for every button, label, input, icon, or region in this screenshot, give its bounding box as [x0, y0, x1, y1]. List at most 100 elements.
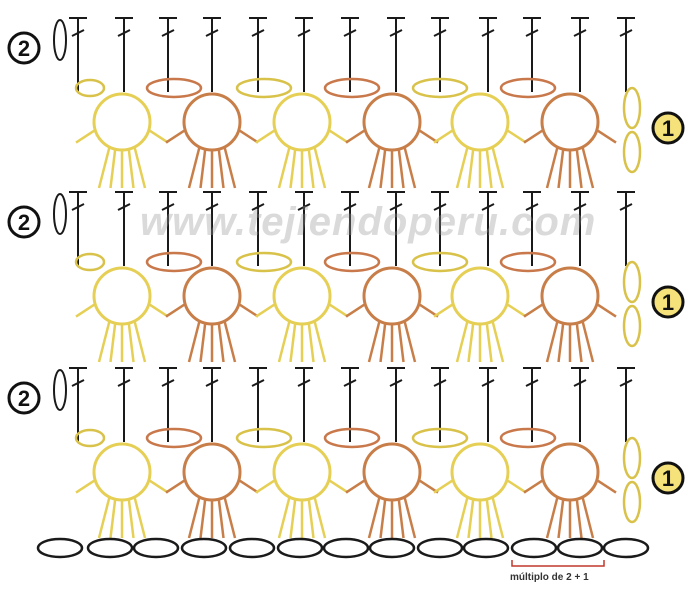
shell-cluster-symbol: [450, 92, 510, 152]
shell-ray: [127, 499, 135, 539]
shell-ray: [467, 149, 475, 189]
shell-cluster-symbol: [92, 266, 152, 326]
shell-ray: [491, 320, 505, 363]
chain-symbol: [235, 77, 293, 99]
foundation-chain-symbol: [276, 537, 324, 559]
foundation-chain-symbol: [556, 537, 604, 559]
shell-ray: [97, 146, 111, 189]
shell-cluster-symbol: [540, 92, 600, 152]
shell-cluster-symbol: [362, 442, 422, 502]
foundation-chain-symbol: [510, 537, 558, 559]
shell-ray: [127, 149, 135, 189]
stitch-cross-bar: [251, 379, 265, 387]
stitch-cross-bar: [619, 29, 633, 37]
shell-ray: [187, 496, 201, 539]
shell-ray: [545, 146, 559, 189]
repeat-bracket: [511, 560, 605, 567]
chain-symbol: [145, 251, 203, 273]
stitch-cross-bar: [161, 379, 175, 387]
shell-ray: [581, 146, 595, 189]
row-number-badge: [7, 31, 41, 65]
foundation-chain-symbol: [368, 537, 416, 559]
shell-ray: [277, 146, 291, 189]
stitch-cross-bar: [161, 203, 175, 211]
shell-ray: [403, 320, 417, 363]
shell-ray: [109, 499, 117, 539]
foundation-chain-symbol: [416, 537, 464, 559]
shell-ray: [109, 323, 117, 363]
shell-ray: [75, 302, 96, 318]
shell-ray: [307, 499, 315, 539]
chain-symbol: [411, 427, 469, 449]
chain-symbol: [323, 427, 381, 449]
shell-ray: [418, 478, 439, 494]
shell-ray: [238, 478, 259, 494]
stitch-cross-bar: [481, 203, 495, 211]
stitch-cross-bar: [343, 203, 357, 211]
shell-ray: [127, 323, 135, 363]
row-number-label: 1: [662, 466, 674, 491]
chain-symbol: [74, 252, 106, 272]
turning-chain-symbol: [622, 480, 642, 524]
chain-symbol: [323, 251, 381, 273]
shell-ray: [545, 496, 559, 539]
shell-ray: [345, 478, 366, 494]
shell-ray: [307, 149, 315, 189]
shell-ray: [289, 499, 297, 539]
shell-ray: [523, 128, 544, 144]
shell-ray: [133, 146, 147, 189]
shell-cluster-symbol: [182, 92, 242, 152]
stitch-cross-bar: [117, 29, 131, 37]
shell-ray: [467, 499, 475, 539]
stitch-cross-bar: [205, 29, 219, 37]
shell-ray: [581, 320, 595, 363]
row-number-badge: [7, 381, 41, 415]
row-number-label: 2: [18, 210, 30, 235]
shell-ray: [238, 302, 259, 318]
chain-symbol: [499, 77, 557, 99]
shell-ray: [328, 302, 349, 318]
shell-ray: [165, 302, 186, 318]
shell-ray: [165, 128, 186, 144]
shell-ray: [557, 499, 565, 539]
shell-ray: [557, 323, 565, 363]
stitch-cross-bar: [389, 379, 403, 387]
shell-ray: [109, 149, 117, 189]
stitch-cross-bar: [389, 29, 403, 37]
shell-ray: [367, 496, 381, 539]
stitch-cross-bar: [117, 203, 131, 211]
stitch-cross-bar: [573, 29, 587, 37]
chain-symbol: [411, 77, 469, 99]
shell-ray: [199, 499, 207, 539]
shell-ray: [199, 149, 207, 189]
turning-chain-symbol: [53, 369, 67, 411]
stitch-cross-bar: [619, 203, 633, 211]
shell-ray: [148, 478, 169, 494]
chain-symbol: [145, 77, 203, 99]
shell-ray: [133, 496, 147, 539]
shell-cluster-symbol: [182, 442, 242, 502]
stitch-cross-bar: [71, 379, 85, 387]
shell-cluster-symbol: [540, 442, 600, 502]
shell-ray: [223, 146, 237, 189]
shell-ray: [397, 323, 405, 363]
shell-ray: [596, 478, 617, 494]
shell-ray: [97, 496, 111, 539]
shell-ray: [575, 149, 583, 189]
shell-ray: [433, 302, 454, 318]
shell-ray: [217, 499, 225, 539]
shell-ray: [379, 323, 387, 363]
shell-ray: [397, 149, 405, 189]
shell-ray: [238, 128, 259, 144]
stitch-cross-bar: [481, 29, 495, 37]
row-number-label: 1: [662, 116, 674, 141]
shell-ray: [223, 496, 237, 539]
shell-ray: [545, 320, 559, 363]
chain-symbol: [411, 251, 469, 273]
stitch-cross-bar: [343, 379, 357, 387]
shell-cluster-symbol: [540, 266, 600, 326]
shell-ray: [455, 496, 469, 539]
shell-ray: [433, 478, 454, 494]
shell-ray: [148, 302, 169, 318]
shell-ray: [367, 320, 381, 363]
